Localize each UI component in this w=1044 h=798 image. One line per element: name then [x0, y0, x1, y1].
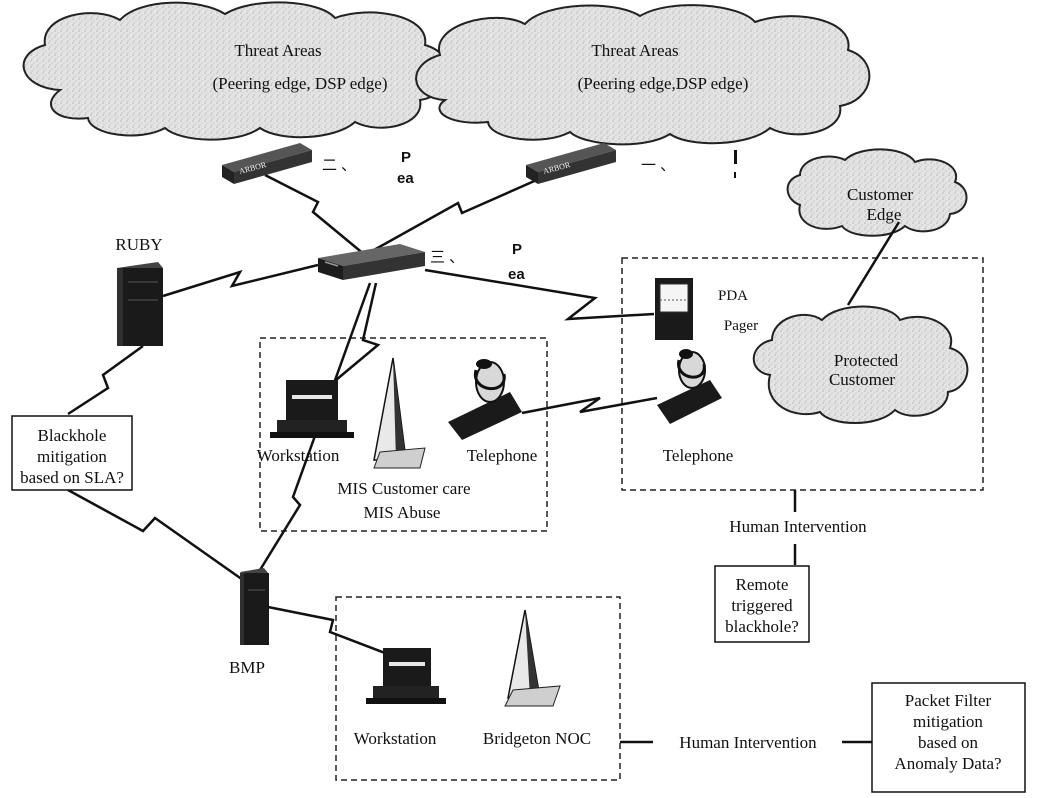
human-intervention-right-label: Human Intervention [729, 517, 867, 536]
artifact-mark [734, 172, 736, 178]
threat-right-title: Threat Areas [591, 41, 678, 60]
link-ruby-blackhole [67, 344, 144, 416]
blackhole-box-line3: based on SLA? [20, 468, 124, 487]
packet-box-line3: based on [918, 733, 978, 752]
artifact-ea-1: ea [397, 170, 414, 187]
pda-label: PDA [718, 288, 748, 304]
ruby-label: RUBY [115, 235, 162, 254]
link-switch-workstation [335, 282, 381, 381]
threat-area-cloud-left [22, 1, 450, 141]
link-bmp-noc-workstation [267, 605, 399, 660]
remote-box-line1: Remote [736, 575, 789, 594]
telephone-right-icon [657, 349, 722, 424]
remote-triggered-box [714, 565, 810, 643]
core-switch [318, 244, 425, 280]
mis-group [259, 337, 548, 532]
arbor-appliance-left: ARBOR [222, 143, 312, 184]
remote-box-line2: triggered [731, 596, 793, 615]
firewall-tower-noc-icon [504, 609, 561, 707]
artifact-ea-2: ea [508, 266, 525, 283]
link-customer-edge-protected [846, 221, 901, 306]
packet-box-line2: mitigation [913, 712, 983, 731]
artifact-text-1: 二 、 [322, 157, 356, 174]
telephone-mis-label: Telephone [467, 446, 538, 465]
workstation-noc-label: Workstation [354, 729, 437, 748]
threat-left-title: Threat Areas [234, 41, 321, 60]
artifact-p-2: P [512, 241, 522, 258]
threat-area-cloud-right [415, 4, 871, 146]
arbor-appliance-right: ARBOR [526, 143, 616, 184]
threat-right-subtitle: (Peering edge,DSP edge) [578, 74, 749, 93]
pda-pager-device [655, 278, 693, 340]
blackhole-box-line1: Blackhole [38, 426, 107, 445]
artifact-text-2: 一 、 [641, 157, 675, 174]
blackhole-box-line2: mitigation [37, 447, 107, 466]
noc-group [335, 596, 621, 781]
link-arbor-left-switch [264, 173, 366, 256]
bmp-server [240, 568, 269, 645]
telephone-right-label: Telephone [663, 446, 734, 465]
link-switch-pda [424, 268, 655, 321]
network-links [67, 173, 901, 744]
bmp-label: BMP [229, 658, 265, 677]
artifact-bar [734, 150, 737, 164]
link-blackhole-bmp [67, 488, 244, 582]
protected-customer-cloud [752, 305, 969, 424]
workstation-noc-icon [366, 648, 446, 704]
workstation-mis-label: Workstation [257, 446, 340, 465]
remote-box-line3: blackhole? [725, 617, 799, 636]
mis-group-line2: MIS Abuse [364, 503, 441, 522]
mis-group-line1: MIS Customer care [337, 479, 470, 498]
protected-customer-line2: Customer [829, 370, 895, 389]
link-telephone-telephone [521, 396, 658, 415]
artifact-text-3: 三 、 [430, 249, 464, 266]
ruby-server [117, 262, 163, 346]
telephone-mis-icon [448, 359, 522, 440]
link-ruby-switch [162, 263, 319, 298]
firewall-tower-mis-icon [373, 357, 426, 469]
customer-edge-line2: Edge [867, 205, 902, 224]
packet-box-line1: Packet Filter [905, 691, 992, 710]
workstation-mis-icon [270, 380, 354, 438]
bridgeton-noc-label: Bridgeton NOC [483, 729, 591, 748]
customer-edge-cloud [786, 148, 968, 237]
blackhole-sla-box [11, 415, 133, 491]
pager-label: Pager [724, 318, 758, 334]
human-intervention-bottom-label: Human Intervention [679, 733, 817, 752]
pda-telephone-group [621, 257, 984, 491]
customer-edge-line1: Customer [847, 185, 913, 204]
artifact-p-1: P [401, 149, 411, 166]
protected-customer-line1: Protected [834, 351, 899, 370]
threat-left-subtitle: (Peering edge, DSP edge) [213, 74, 388, 93]
packet-box-line4: Anomaly Data? [894, 754, 1001, 773]
link-arbor-right-switch [364, 173, 549, 257]
packet-filter-box [871, 682, 1026, 793]
